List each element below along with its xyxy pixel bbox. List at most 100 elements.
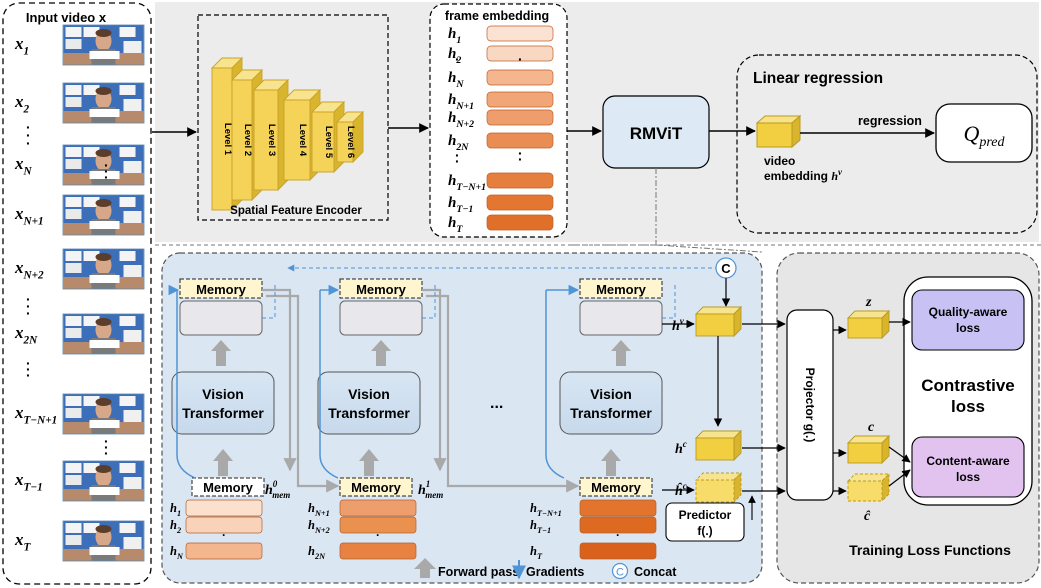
embedding-label: hT−N+1 bbox=[448, 173, 486, 193]
frame-label: xT bbox=[14, 530, 32, 553]
c-hat-cube bbox=[846, 472, 891, 503]
memory-bottom-label: Memory bbox=[351, 480, 402, 495]
frame-thumbnail bbox=[63, 25, 144, 65]
token-label: hN+2 bbox=[308, 518, 330, 535]
cube-top bbox=[694, 306, 743, 315]
memory-cache-box bbox=[339, 300, 423, 336]
frame-label: xT−N+1 bbox=[14, 403, 57, 426]
ellipsis-dot: · bbox=[104, 433, 109, 449]
memory-bottom-label: Memory bbox=[591, 480, 642, 495]
hv-cube bbox=[694, 305, 743, 338]
embedding-label: hN bbox=[448, 70, 464, 90]
recurrence-arrow bbox=[422, 288, 447, 472]
frame-embedding-title: frame embedding bbox=[445, 9, 549, 23]
embedding-label: hN+1 bbox=[448, 92, 474, 112]
frame-border bbox=[62, 194, 145, 236]
vision-transformer-block[interactable] bbox=[317, 371, 421, 435]
memory-top-label: Memory bbox=[356, 282, 407, 297]
frame-thumbnail bbox=[63, 83, 144, 123]
z-cube bbox=[846, 309, 891, 340]
arrow-chat-to-content bbox=[888, 469, 911, 487]
legend-concat: Concat bbox=[634, 565, 677, 579]
token-label: h1 bbox=[170, 501, 181, 518]
ellipsis-dot: · bbox=[518, 151, 523, 167]
vision-transformer-block[interactable] bbox=[559, 371, 663, 435]
ellipsis-dot: · bbox=[376, 528, 380, 542]
predictor-block[interactable] bbox=[665, 502, 745, 542]
ellipsis-dot: · bbox=[26, 291, 31, 307]
token-label: hN bbox=[170, 544, 184, 561]
encoder-level-label: Level 6 bbox=[345, 126, 356, 158]
embedding-bar bbox=[486, 132, 554, 149]
ellipsis-dot: · bbox=[104, 157, 109, 173]
frame-label: xN bbox=[14, 154, 33, 177]
training-embeddings: zcĉ bbox=[833, 295, 911, 524]
concat-circle-letter: C bbox=[721, 261, 731, 276]
token-label: hT bbox=[530, 544, 543, 561]
ellipsis-dot: · bbox=[616, 528, 620, 542]
content-aware-label-2: loss bbox=[956, 470, 980, 484]
concat-link bbox=[262, 283, 276, 319]
embedding-label: h2N bbox=[448, 133, 469, 153]
frame-thumbnail bbox=[63, 195, 144, 235]
forward-arrow bbox=[601, 449, 621, 476]
cube-front bbox=[695, 479, 735, 503]
token-bar bbox=[579, 516, 657, 534]
frame-label: xN+2 bbox=[14, 258, 44, 281]
concat-icon-letter: C bbox=[616, 567, 624, 579]
embedding-bar bbox=[486, 25, 554, 42]
linear-regression-title: Linear regression bbox=[753, 70, 883, 87]
memory-top bbox=[179, 278, 263, 299]
token-bar bbox=[339, 516, 417, 534]
embedding-bar bbox=[486, 194, 554, 211]
token-bar bbox=[339, 499, 417, 517]
ellipsis-dot: · bbox=[104, 163, 109, 179]
rmvit-detail-connector bbox=[570, 168, 763, 253]
linear-regression-box bbox=[736, 54, 1038, 234]
regression-label: regression bbox=[858, 114, 922, 128]
memory-bottom bbox=[191, 477, 265, 497]
frame-thumbnail bbox=[63, 314, 144, 354]
ellipsis-dot: · bbox=[104, 169, 109, 185]
vision-transformer-label-2: Transformer bbox=[182, 405, 264, 421]
encoder-level-5 bbox=[311, 111, 335, 173]
z-label: z bbox=[865, 295, 872, 310]
vision-transformer-block[interactable] bbox=[171, 371, 275, 435]
contrastive-label-2: loss bbox=[951, 397, 985, 416]
frame-border bbox=[62, 393, 145, 435]
frame-thumbnail bbox=[63, 249, 144, 289]
predictor-label-1: Predictor bbox=[679, 508, 732, 522]
content-aware-loss[interactable] bbox=[911, 436, 1025, 498]
vision-transformer-label-1: Vision bbox=[590, 386, 632, 402]
encoder-level-6 bbox=[336, 121, 354, 163]
ellipsis-dot: · bbox=[455, 51, 460, 67]
contrastive-label-1: Contrastive bbox=[921, 376, 1015, 395]
projector-block[interactable] bbox=[786, 309, 834, 501]
recurrence-arrow bbox=[262, 288, 297, 472]
forward-pass-icon bbox=[414, 558, 436, 578]
legend-forward: Forward pass bbox=[438, 565, 519, 579]
frame-thumbnail bbox=[63, 461, 144, 501]
encoder-level-4 bbox=[283, 99, 311, 181]
embedding-bar bbox=[486, 45, 554, 62]
content-aware-label-1: Content-aware bbox=[926, 454, 1010, 468]
memory-bottom-label: Memory bbox=[203, 480, 254, 495]
hc-cube bbox=[694, 429, 743, 462]
embedding-label: hT−1 bbox=[448, 195, 473, 215]
encoder-level-label: Level 1 bbox=[222, 123, 233, 156]
ellipsis-dot: · bbox=[26, 127, 31, 143]
quality-aware-loss[interactable] bbox=[911, 289, 1025, 351]
token-bar bbox=[579, 542, 657, 560]
video-embedding-cube bbox=[755, 114, 802, 149]
gradient-path bbox=[176, 290, 196, 479]
cube-front bbox=[695, 437, 735, 461]
token-bar bbox=[185, 516, 263, 534]
token-bar bbox=[579, 499, 657, 517]
token-label: hT−1 bbox=[530, 518, 551, 535]
token-label: h2 bbox=[170, 518, 181, 535]
frame-label: xN+1 bbox=[14, 204, 44, 227]
forward-arrow bbox=[611, 340, 631, 366]
